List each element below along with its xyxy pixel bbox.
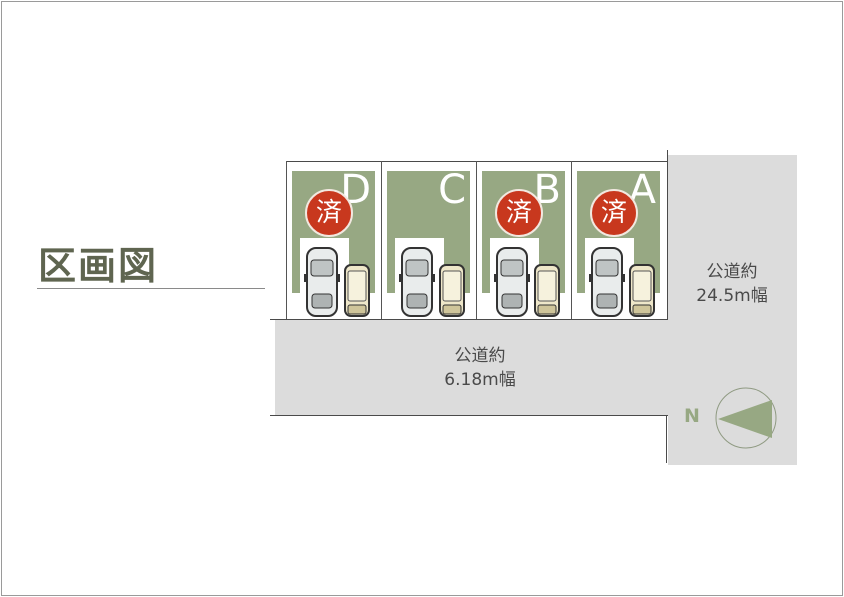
road-horizontal-width: 6.18m幅 <box>444 370 516 390</box>
lots-bottom-border <box>270 319 668 320</box>
road-horizontal <box>275 320 668 415</box>
north-arrow-icon <box>715 387 777 449</box>
sold-badge: 済 <box>495 189 543 237</box>
lot-area <box>577 238 585 293</box>
compass-north-label: N <box>684 405 700 427</box>
car-sedan-icon <box>399 247 435 317</box>
lot-area <box>482 238 490 293</box>
lot-d[interactable]: D 済 <box>286 161 381 319</box>
lot-area <box>292 238 300 293</box>
road-vertical-label: 公道約 24.5m幅 <box>672 260 792 308</box>
road-vertical-line1: 公道約 <box>706 262 758 282</box>
road-right-border <box>666 415 667 463</box>
car-compact-icon <box>629 264 655 317</box>
car-compact-icon <box>344 264 370 317</box>
car-compact-icon <box>439 264 465 317</box>
lot-area <box>387 171 470 238</box>
car-sedan-icon <box>494 247 530 317</box>
sold-badge: 済 <box>590 189 638 237</box>
lots-right-border <box>667 150 668 320</box>
car-compact-icon <box>534 264 560 317</box>
road-horizontal-label: 公道約 6.18m幅 <box>420 344 540 392</box>
lot-area <box>387 238 395 293</box>
sold-badge: 済 <box>305 189 353 237</box>
road-horizontal-line1: 公道約 <box>454 346 506 366</box>
lot-b[interactable]: B 済 <box>476 161 571 319</box>
road-bottom-border <box>270 415 668 416</box>
car-sedan-icon <box>304 247 340 317</box>
lot-label: C <box>438 167 466 213</box>
lot-c[interactable]: C <box>381 161 476 319</box>
page-title: 区画図 <box>38 244 159 288</box>
road-vertical-width: 24.5m幅 <box>696 286 768 306</box>
car-sedan-icon <box>589 247 625 317</box>
lot-a[interactable]: A 済 <box>571 161 666 319</box>
title-underline <box>37 288 265 289</box>
